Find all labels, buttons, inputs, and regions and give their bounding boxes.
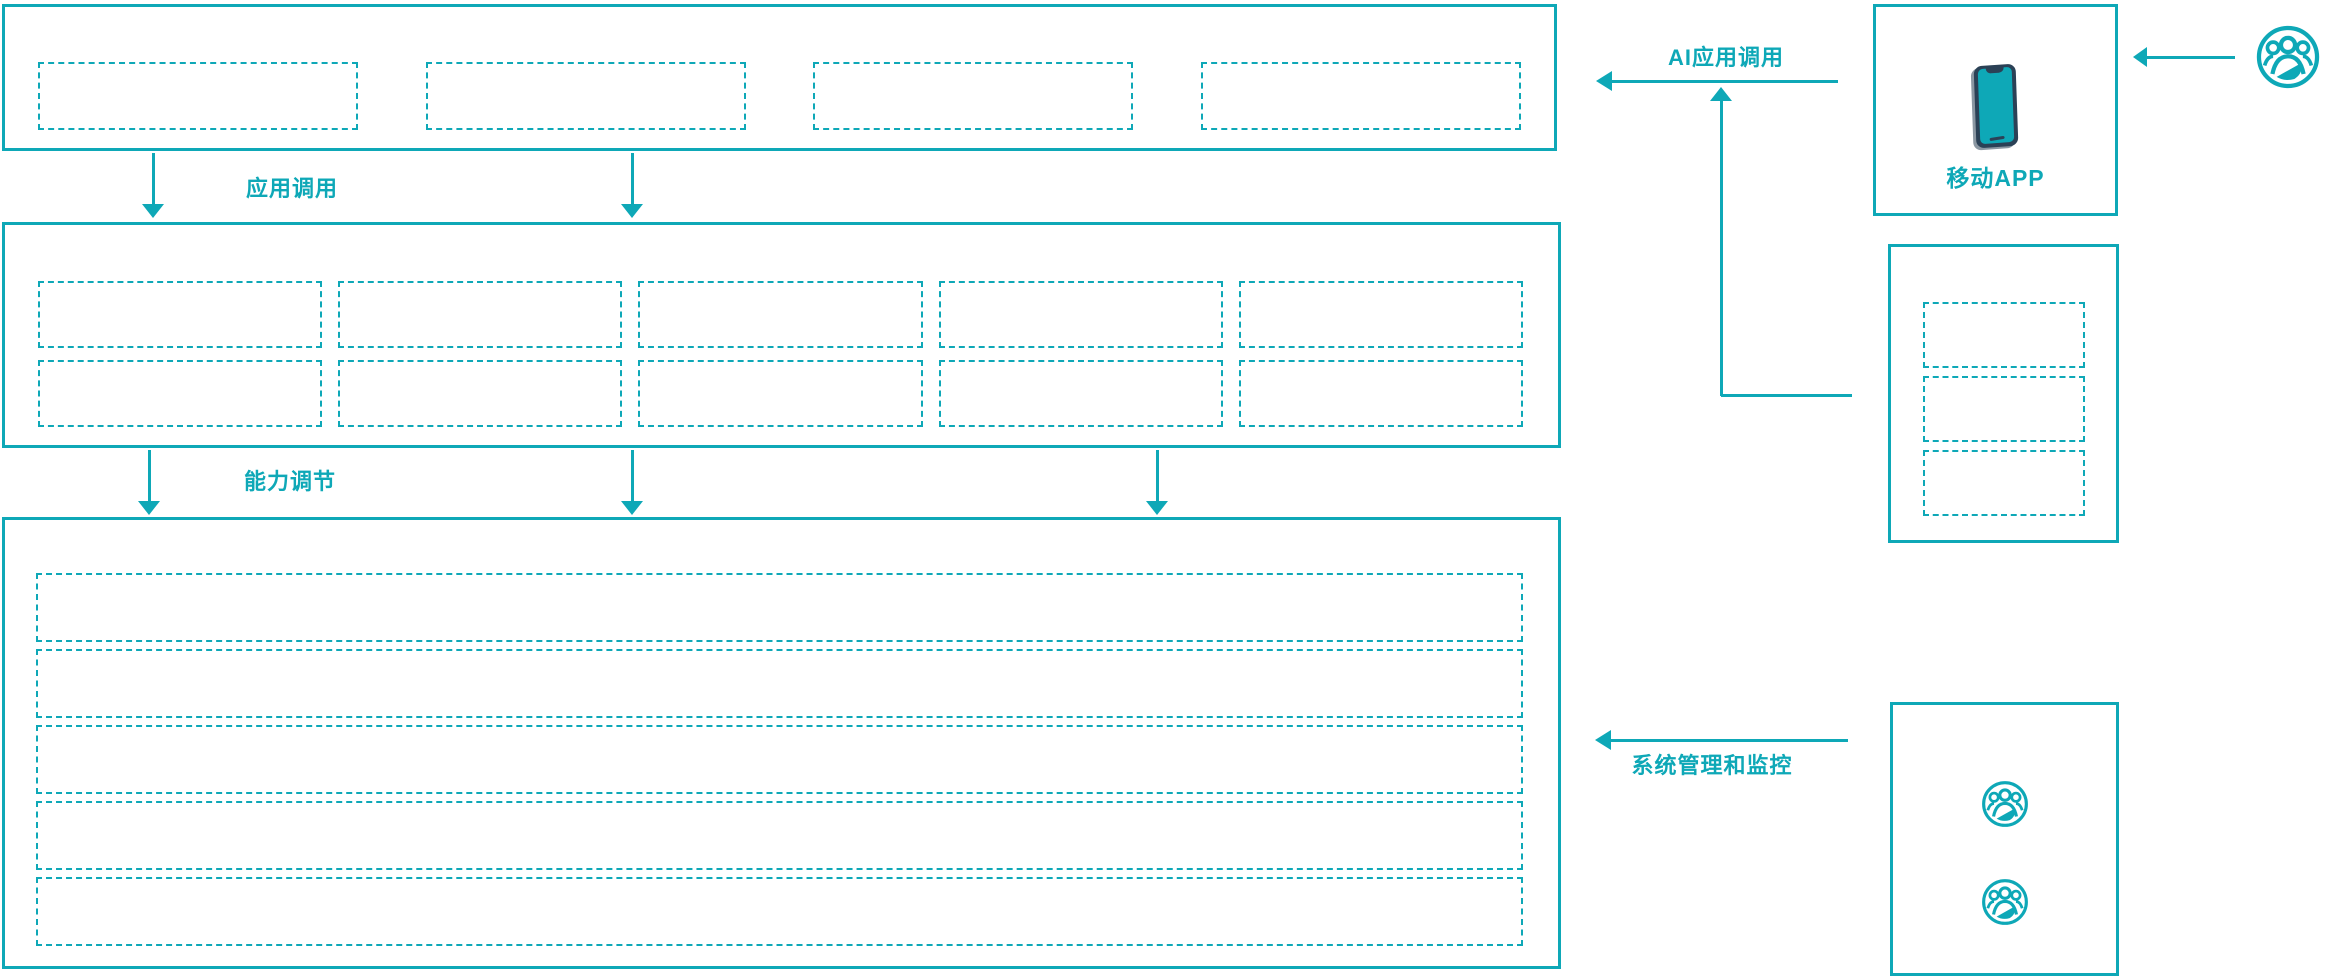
- placeholder-box: [1238, 360, 1523, 427]
- mobile-app-label: 移动APP: [1946, 165, 2045, 191]
- down-arrow-line: [147, 450, 151, 502]
- ai-app-call-arrow-head: [1596, 71, 1612, 91]
- placeholder-box: [1923, 450, 2085, 516]
- operations-panel: [1890, 702, 2119, 976]
- service-panel: [1888, 244, 2119, 543]
- ai-app-call-arrow-line: [1612, 80, 1838, 83]
- placeholder-box: [638, 360, 923, 427]
- platform-layer-placeholders: [36, 573, 1523, 946]
- ai-app-call-label: AI应用调用: [1667, 45, 1785, 70]
- system-mgmt-label: 系统管理和监控: [1631, 753, 1793, 778]
- smartphone-icon: [1973, 63, 2018, 149]
- placeholder-box: [36, 877, 1523, 946]
- service-connector-vline: [1719, 100, 1723, 396]
- placeholder-box: [938, 281, 1223, 348]
- capability-adjust-label: 能力调节: [243, 469, 337, 494]
- down-arrow-line: [151, 153, 155, 205]
- service-connector-hline: [1721, 393, 1852, 397]
- down-arrow-line: [630, 450, 634, 502]
- application-layer-placeholders: [38, 62, 1521, 130]
- down-arrow-head: [1146, 501, 1168, 515]
- placeholder-box: [36, 573, 1523, 642]
- placeholder-box: [1923, 376, 2085, 442]
- down-arrow-line: [1155, 450, 1159, 502]
- placeholder-box: [938, 360, 1223, 427]
- user-arrow-head: [2133, 47, 2147, 67]
- down-arrow-head: [142, 204, 164, 218]
- down-arrow-head: [138, 501, 160, 515]
- placeholder-box: [36, 725, 1523, 794]
- placeholder-box: [36, 801, 1523, 870]
- mobile-app-panel: 移动APP: [1873, 4, 2118, 216]
- service-connector-arrow-head: [1710, 87, 1732, 101]
- down-arrow-head: [621, 204, 643, 218]
- user-arrow-line: [2147, 55, 2235, 59]
- placeholder-box: [1238, 281, 1523, 348]
- down-arrow-head: [621, 501, 643, 515]
- platform-layer-box: [2, 517, 1561, 969]
- placeholder-box: [338, 360, 623, 427]
- phone-screen: [1977, 66, 2014, 145]
- down-arrow-line: [630, 153, 634, 205]
- placeholder-box: [425, 62, 746, 130]
- placeholder-box: [1200, 62, 1521, 130]
- placeholder-box: [1923, 302, 2085, 368]
- user-group-icon: [1981, 879, 2028, 925]
- placeholder-box: [338, 281, 623, 348]
- capability-layer-placeholders: [38, 281, 1523, 427]
- placeholder-box: [38, 62, 358, 130]
- placeholder-box: [36, 649, 1523, 718]
- system-mgmt-arrow-line: [1611, 738, 1848, 742]
- placeholder-box: [813, 62, 1134, 130]
- system-mgmt-arrow-head: [1595, 730, 1611, 750]
- user-group-icon: [1981, 781, 2028, 827]
- placeholder-box: [38, 360, 323, 427]
- operations-panel-icons: [1893, 779, 2116, 927]
- app-call-label: 应用调用: [245, 176, 339, 201]
- capability-layer-box: [2, 222, 1561, 448]
- user-group-icon: [2256, 25, 2320, 89]
- application-layer-box: [2, 4, 1557, 151]
- service-panel-placeholders: [1923, 302, 2085, 516]
- placeholder-box: [638, 281, 923, 348]
- placeholder-box: [38, 281, 323, 348]
